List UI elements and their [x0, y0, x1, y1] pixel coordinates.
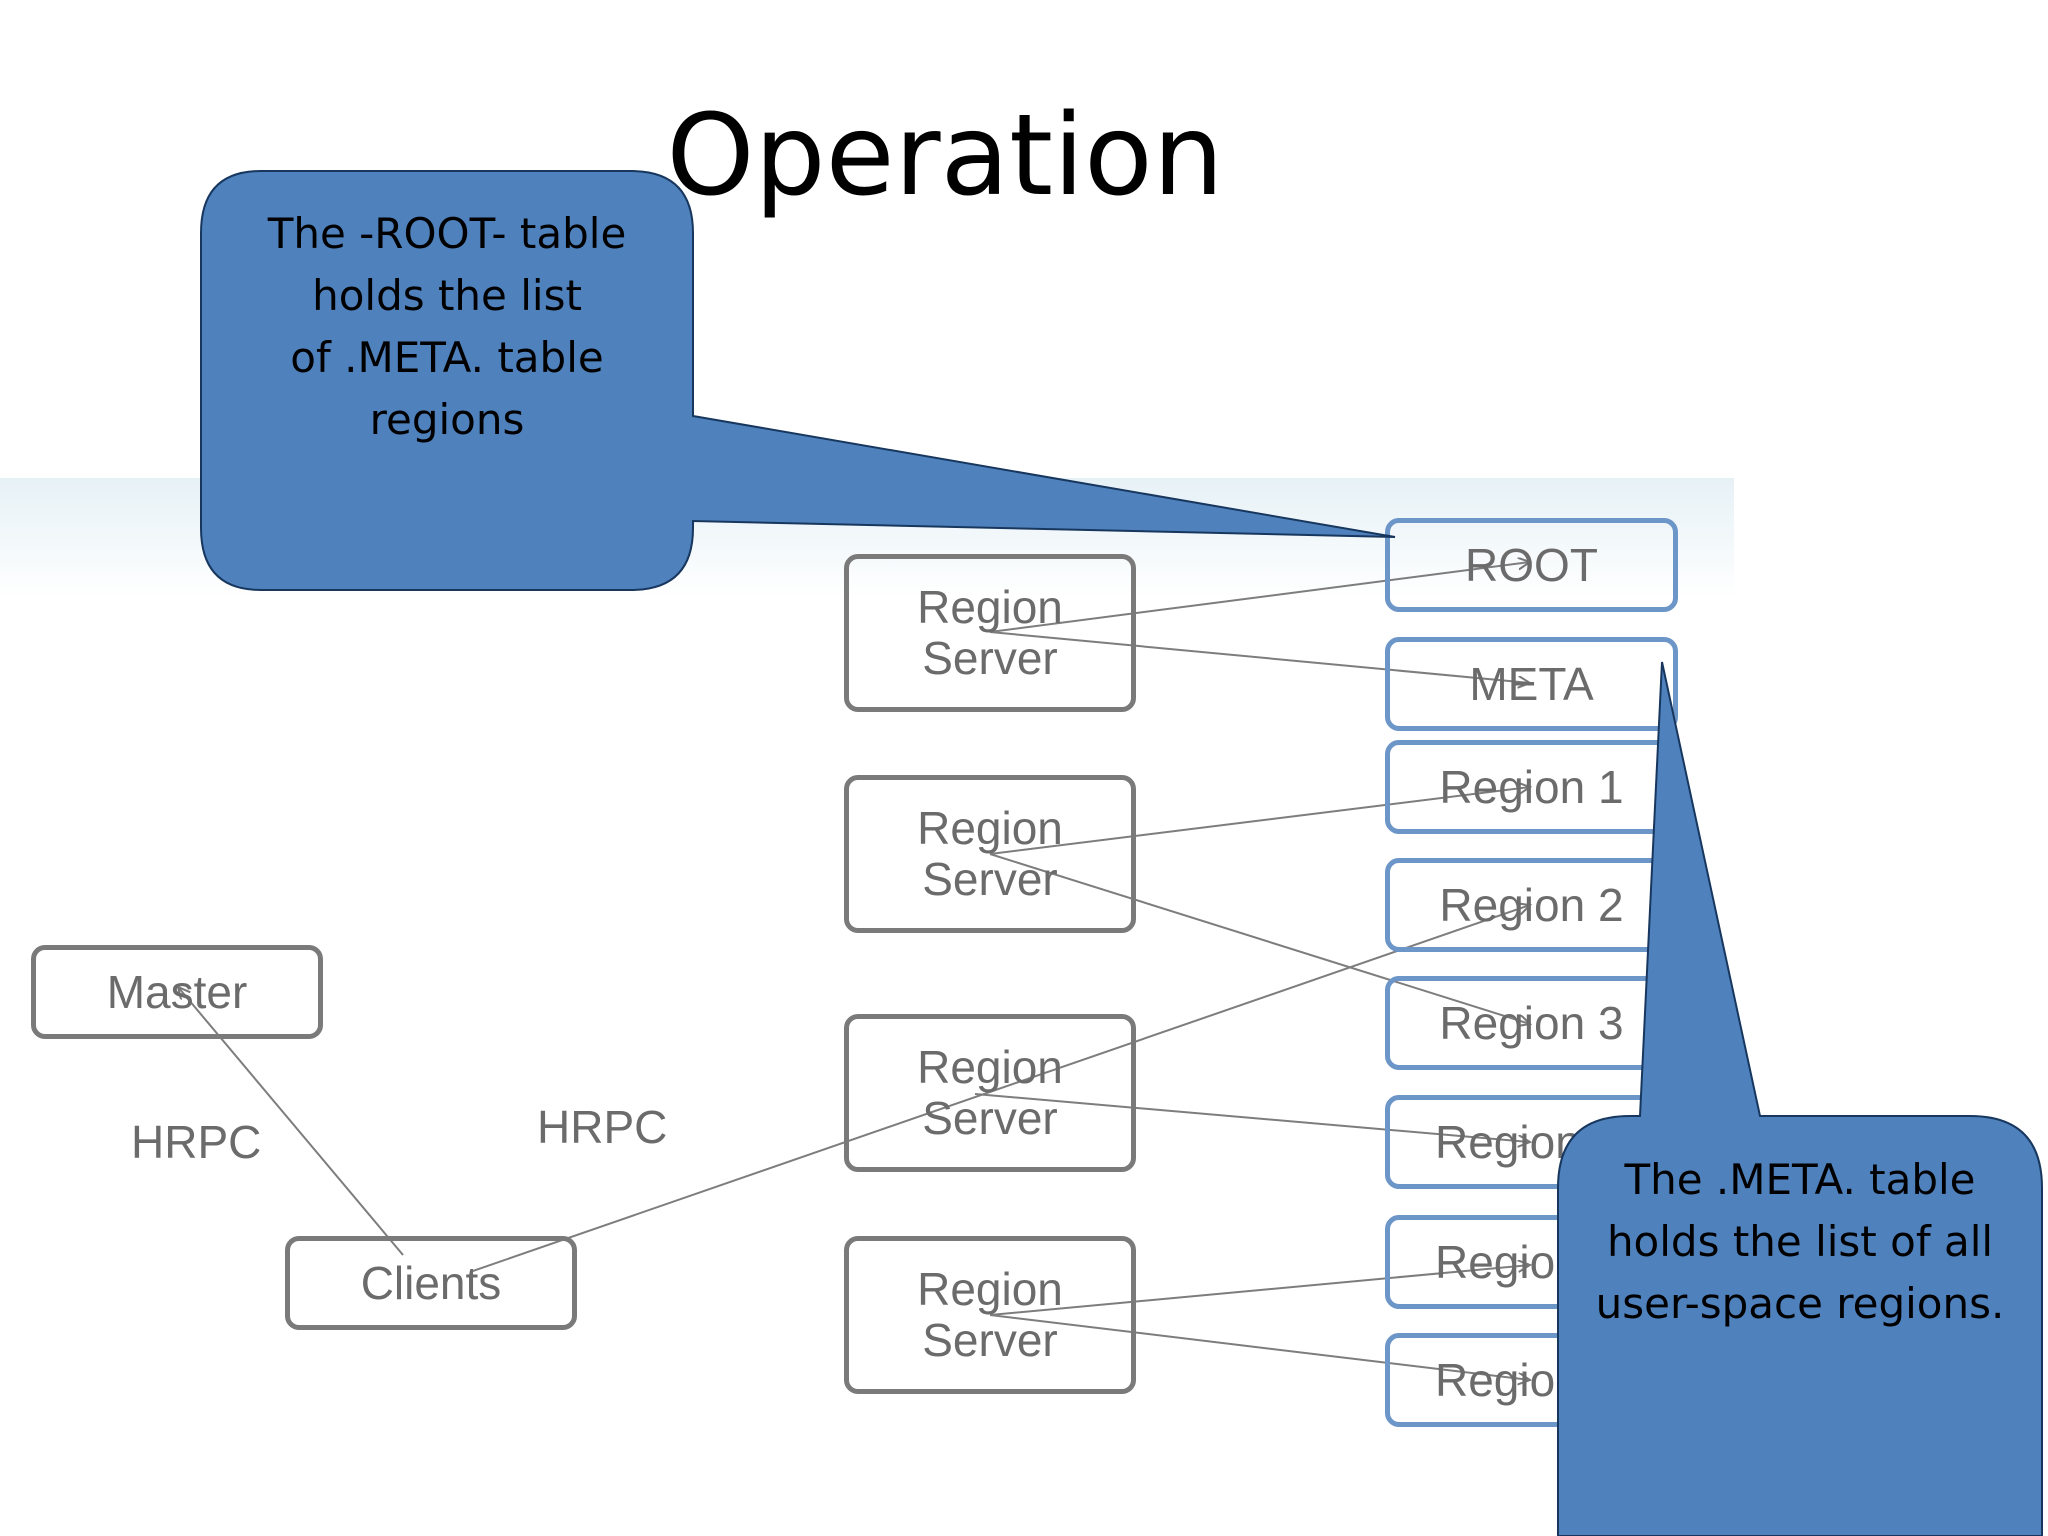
edge-clients-master — [178, 987, 404, 1256]
hrpc-label-right: HRPC — [537, 1101, 668, 1153]
region-server-label-line2: Server — [922, 1314, 1058, 1366]
edge-server2-region1 — [989, 787, 1530, 855]
meta-callout-shape — [1557, 661, 2043, 1536]
region-box-5: Regio — [1385, 1215, 1678, 1309]
root-callout-line: regions — [369, 395, 525, 444]
root-callout-shape — [200, 170, 1396, 591]
table-root: ROOT — [1385, 518, 1678, 612]
region-server-4: Region Server — [844, 1236, 1136, 1394]
table-label: Regio — [1435, 1353, 1556, 1406]
meta-callout-line: holds the list of all — [1606, 1217, 1994, 1266]
root-callout-text: The -ROOT- table holds the list of .META… — [201, 203, 693, 451]
region-server-2: Region Server — [844, 775, 1136, 933]
table-label: Region — [1435, 1115, 1581, 1168]
root-callout-line: The -ROOT- table — [267, 209, 627, 258]
clients-node: Clients — [285, 1236, 577, 1330]
region-server-label-line2: Server — [922, 853, 1058, 905]
region-server-label-line2: Server — [922, 1092, 1058, 1144]
table-label: ROOT — [1465, 538, 1598, 591]
region-server-label-line1: Region — [917, 1041, 1063, 1094]
region-box-4: Region — [1385, 1095, 1678, 1189]
edge-server2-region3 — [989, 853, 1530, 1024]
edge-server1-root — [989, 562, 1530, 633]
master-label: Master — [106, 965, 248, 1018]
region-server-label-line1: Region — [917, 802, 1063, 855]
table-label: Regio — [1435, 1235, 1556, 1288]
meta-callout-text: The .META. table holds the list of all u… — [1558, 1149, 2042, 1335]
edge-server4-region5 — [989, 1265, 1530, 1316]
master-node: Master — [31, 945, 323, 1039]
table-meta: META — [1385, 637, 1678, 731]
region-server-label-line1: Region — [917, 1263, 1063, 1316]
edge-server4-region6 — [989, 1314, 1530, 1380]
region-server-3: Region Server — [844, 1014, 1136, 1172]
meta-callout-line: user-space regions. — [1595, 1279, 2005, 1328]
table-label: Region 3 — [1439, 996, 1624, 1049]
hrpc-label-left: HRPC — [131, 1116, 262, 1168]
region-server-label-line1: Region — [917, 581, 1063, 634]
edge-clients-region2 — [469, 905, 1530, 1273]
root-callout-line: of .META. table — [290, 333, 604, 382]
table-label: Region 1 — [1439, 760, 1624, 813]
root-callout-line: holds the list — [312, 271, 582, 320]
edge-server1-meta — [989, 631, 1530, 683]
table-label: Region 2 — [1439, 878, 1624, 931]
slide-title: Operation — [666, 91, 1224, 221]
clients-label: Clients — [360, 1256, 502, 1309]
edge-server3-region4 — [974, 1093, 1530, 1142]
meta-callout-line: The .META. table — [1624, 1155, 1976, 1204]
table-label: META — [1469, 657, 1594, 710]
region-server-label-line2: Server — [922, 632, 1058, 684]
region-server-1: Region Server — [844, 554, 1136, 712]
